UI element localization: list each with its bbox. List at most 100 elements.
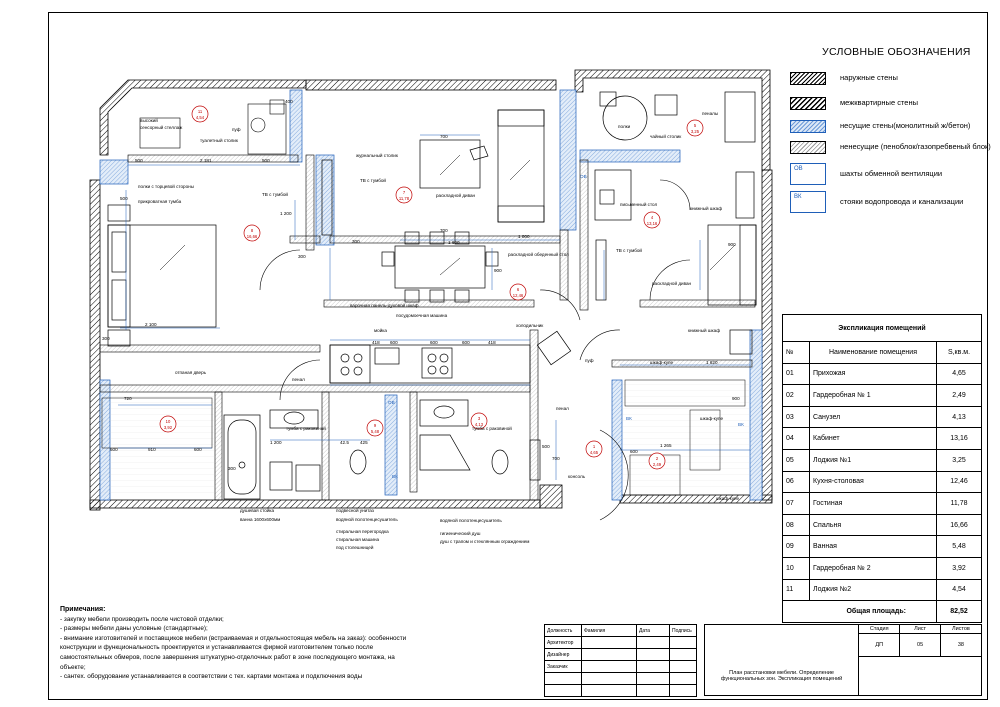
room-tag-2-num: 2 <box>656 456 659 461</box>
room-name: Спальня <box>809 513 937 537</box>
plan-label: письменный стол <box>620 201 657 207</box>
dim: 2 181 <box>200 158 212 163</box>
dimension-lines <box>118 134 750 480</box>
total-area: 82,52 <box>936 600 982 623</box>
plan-label: прикроватная тумба <box>138 199 182 204</box>
plan-label: мойка <box>374 327 387 333</box>
dim: 600 <box>390 340 398 345</box>
dim: 300 <box>102 336 110 341</box>
room-tag-6 <box>509 283 527 301</box>
plan-label: пеналы <box>702 111 718 116</box>
dim: 900 <box>732 396 740 401</box>
partitions <box>99 154 756 501</box>
plan-label: гигиенический душ <box>440 530 481 536</box>
dim: 425 <box>360 440 368 445</box>
dim: 500 <box>120 196 128 201</box>
plan-label: ТВ с тумбой <box>360 177 386 183</box>
room-num: 11 <box>782 578 810 602</box>
note-line: - закупку мебели производить после чисто… <box>60 615 224 623</box>
legend-label: ненесущие (пеноблок/газопребвеный блок) <box>840 142 991 151</box>
stamp-role: Заказчик <box>544 660 582 673</box>
room-name: Ванная <box>809 535 937 558</box>
room-tag-3 <box>470 412 488 430</box>
dim: 1 265 <box>660 443 672 448</box>
room-num: 05 <box>782 448 810 472</box>
room-tag-8-area: 16,66 <box>247 234 258 239</box>
notes: Примечания: - закупку мебели производить… <box>60 605 420 682</box>
plan-label: сенсорный стеллаж <box>140 124 183 130</box>
room-tag-11-num: 11 <box>198 109 203 114</box>
total-row: Общая площадь: 82,52 <box>782 600 982 623</box>
note-line: конструкции и функциональность проектиру… <box>60 644 374 652</box>
plan-label: варочная панель-духовой шкаф <box>350 302 419 308</box>
plan-label: пенал <box>556 406 569 411</box>
room-area: 2,49 <box>936 384 982 407</box>
room-tag-10-num: 10 <box>166 419 171 424</box>
stamp-signatures: Должность Фамилия Дата Подпись Архитекто… <box>544 624 697 697</box>
drawing-frame <box>48 12 988 700</box>
legend-swatch <box>790 120 826 133</box>
room-area: 16,66 <box>936 513 982 537</box>
room-tag-8 <box>243 224 261 242</box>
plan-label: водяной полотенцесушитель <box>336 516 398 522</box>
room-tag-4-area: 13,16 <box>647 221 658 226</box>
legend-item-ov: ОВ шахты обменной вентиляции <box>790 163 980 185</box>
header-name: Наименование помещения <box>809 341 937 364</box>
plan-label: шкаф-купе <box>716 496 740 501</box>
room-tag-5-area: 3,25 <box>691 129 700 134</box>
room-area: 5,48 <box>936 535 982 558</box>
dim: 600 <box>630 449 638 454</box>
dimension-labels: 500 2 181 500 400 500 1 200 2 100 300 30… <box>102 99 740 471</box>
room-tag-1-num: 1 <box>593 444 596 449</box>
legend-swatch <box>790 72 826 85</box>
plan-label: душ с трапом и стеклянным ограждением <box>440 539 529 544</box>
room-tag-9-num: 9 <box>374 423 377 428</box>
explication-table: Экспликация помещений № Наименование пом… <box>782 314 982 623</box>
kitchen-furniture <box>329 231 572 384</box>
note-line: - размеры мебели даны условные (стандарт… <box>60 625 208 633</box>
plan-label: ВК <box>738 422 744 427</box>
plan-label: ОВ <box>580 174 587 179</box>
plan-label: шкаф-купе <box>650 360 674 365</box>
plan-label: пуф <box>232 127 241 132</box>
plan-label: под столешницей <box>336 544 374 550</box>
load-bearing-walls <box>99 89 763 501</box>
room-name: Гардеробная № 1 <box>809 384 937 407</box>
legend-item-load: несущие стены(монолитный ж/бетон) <box>790 120 980 136</box>
room-area: 13,16 <box>936 427 982 450</box>
room-tag-7-num: 7 <box>403 190 406 195</box>
plan-label: раскладной обеденный стол <box>508 251 569 257</box>
stamp-sheets: 38 <box>939 633 983 657</box>
room-tag-7 <box>395 186 413 204</box>
dim: 600 <box>462 340 470 345</box>
dim: 700 <box>440 228 448 233</box>
room-num: 08 <box>782 513 810 537</box>
room-name: Прихожая <box>809 362 937 386</box>
stamp-sheet: 05 <box>899 633 941 657</box>
room-num: 03 <box>782 405 810 429</box>
stamp-sheets-label: Листов <box>939 624 983 634</box>
plan-label: холодильник <box>516 323 544 328</box>
dim: 600 <box>430 340 438 345</box>
stamp-description: План расстановки мебели. Определение фун… <box>703 656 860 696</box>
dim: 600 <box>110 447 118 452</box>
plan-label: пенал <box>292 377 305 382</box>
plan-label: отпаная дверь <box>175 370 207 375</box>
plan-label: тумба с раковиной <box>472 425 512 431</box>
total-label: Общая площадь: <box>782 600 937 623</box>
room-tag-1 <box>585 440 603 458</box>
legend-swatch <box>790 97 826 110</box>
plan-label: шкаф-купе <box>700 416 724 421</box>
plan-label: консоль <box>568 474 586 479</box>
room-tag-2 <box>648 452 666 470</box>
plan-label: книжный шкаф <box>690 205 722 211</box>
dim: 42.5 <box>340 440 349 445</box>
room-tag-8-num: 8 <box>251 228 254 233</box>
room-tag-6-area: 12,46 <box>513 293 524 298</box>
stamp-col: Фамилия <box>581 624 637 637</box>
